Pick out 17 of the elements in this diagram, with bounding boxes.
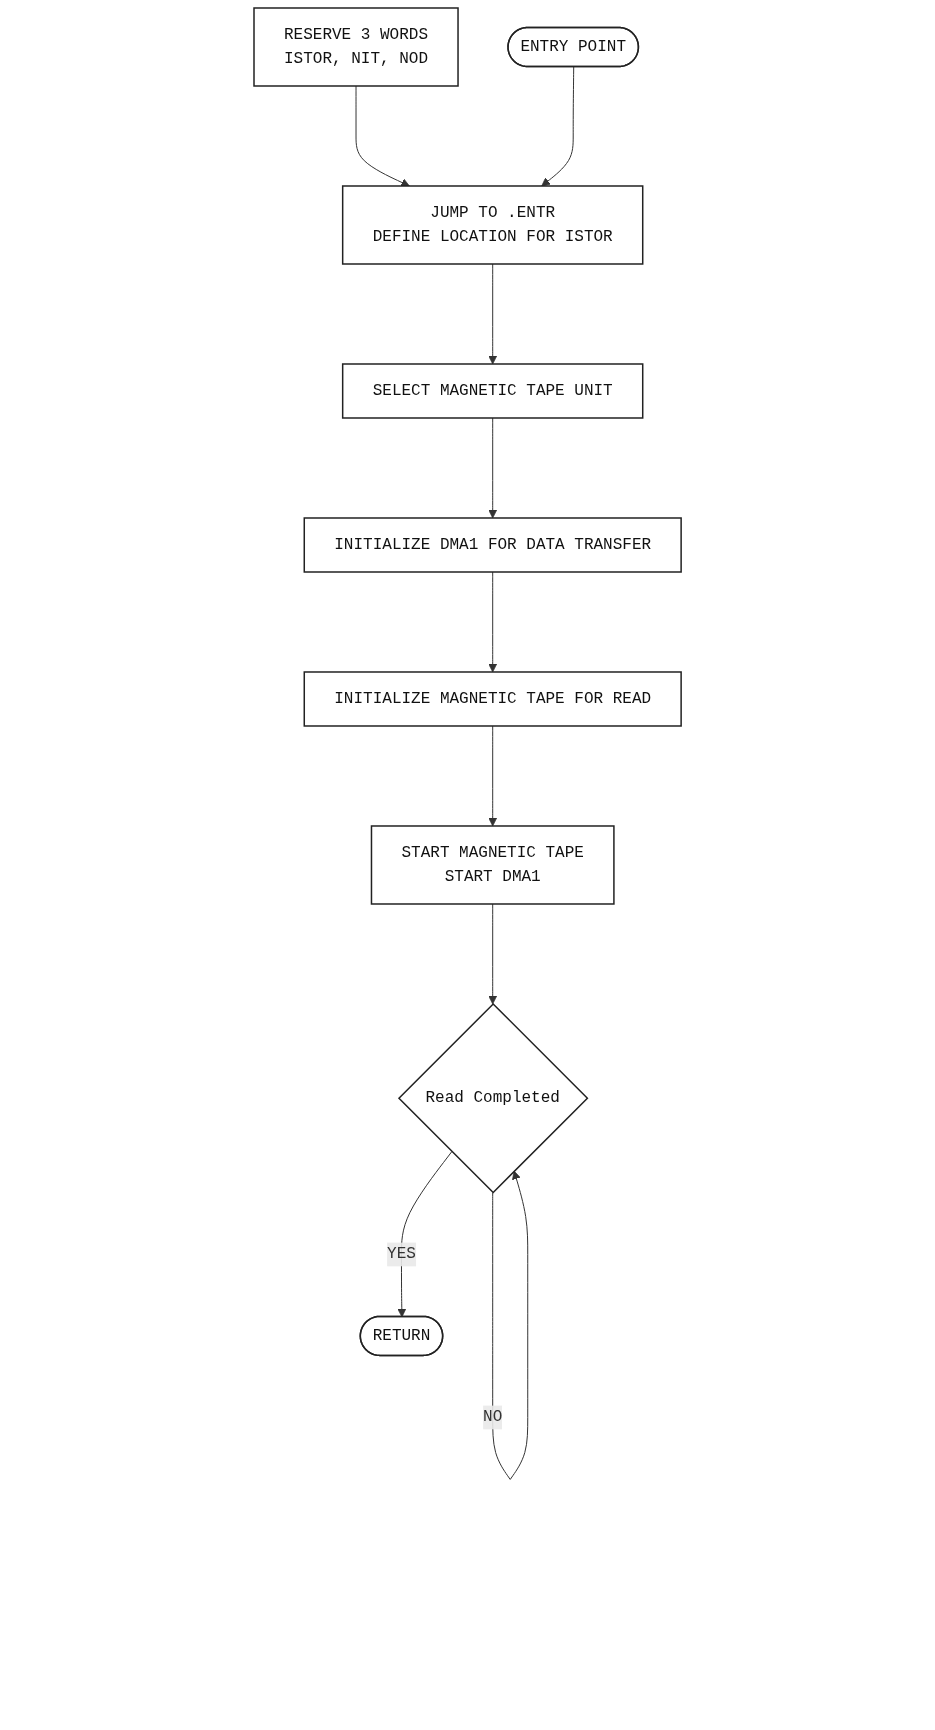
arrow [488,263,498,365]
arrow [488,571,498,673]
node-box: SELECT MAGNETIC TAPE UNIT [341,363,644,419]
edge-label: NO [483,1408,503,1427]
arrow [492,1170,529,1480]
arrow [488,417,498,519]
node-box: START MAGNETIC TAPE START DMA1 [370,825,615,905]
arrow [355,85,410,187]
node-box: INITIALIZE DMA1 FOR DATA TRANSFER [303,517,682,573]
node-box: RESERVE 3 WORDS ISTOR, NIT, NOD [253,7,459,87]
node-box: JUMP TO .ENTR DEFINE LOCATION FOR ISTOR [341,185,644,265]
node-diamond: Read Completed [397,1002,589,1194]
edge-label: YES [387,1245,416,1264]
arrow [488,725,498,827]
arrow [541,66,575,187]
arrow [488,903,498,1005]
node-box: INITIALIZE MAGNETIC TAPE FOR READ [303,671,682,727]
